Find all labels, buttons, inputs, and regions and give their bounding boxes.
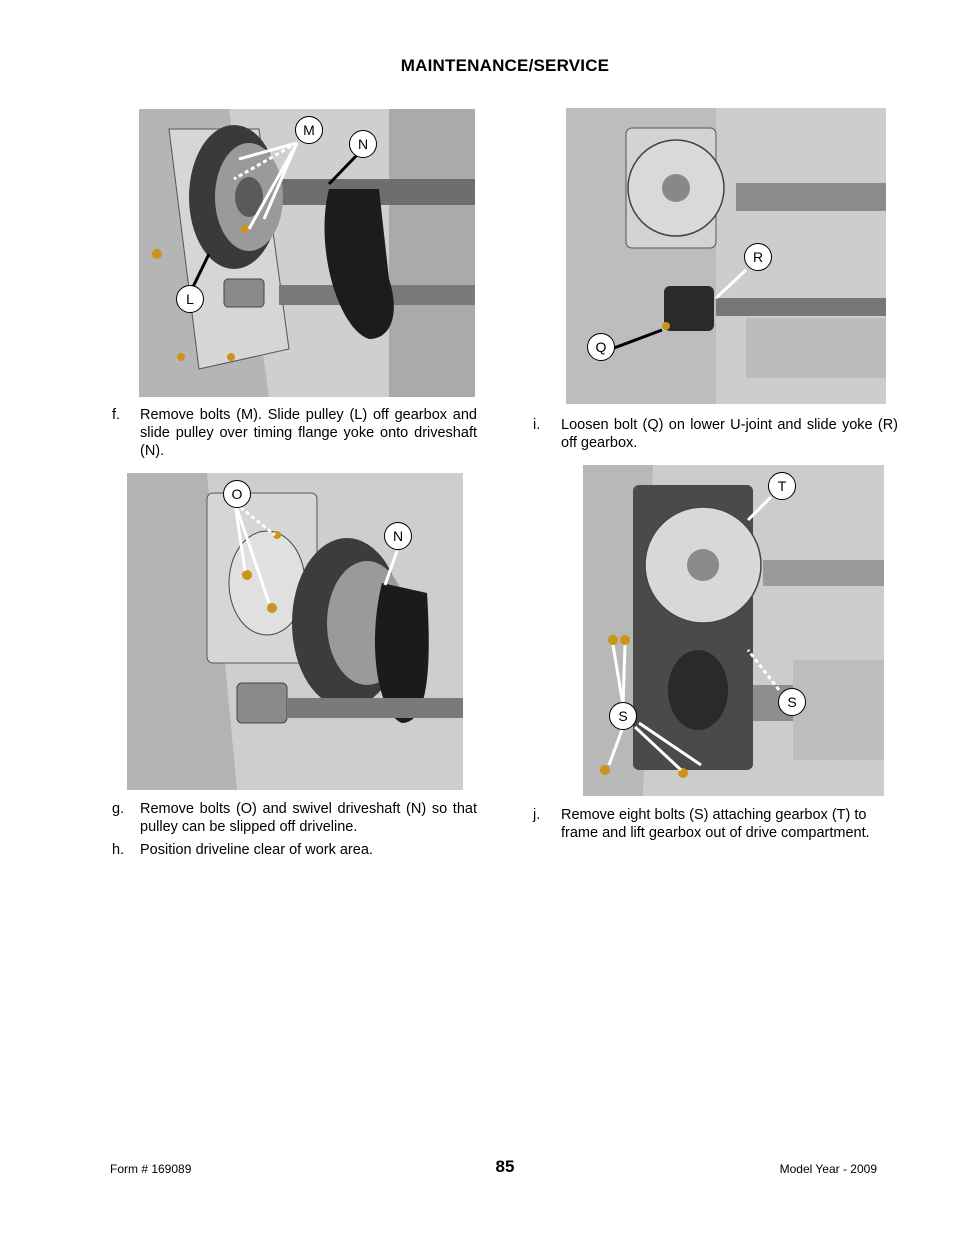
step-i-text: Loosen bolt (Q) on lower U-joint and sli… [561, 417, 898, 451]
callout-l: L [176, 285, 204, 313]
figure-pulley-removal: M N L [139, 109, 475, 397]
footer-form-number: Form # 169089 [110, 1162, 192, 1176]
callout-q: Q [587, 333, 615, 361]
callout-s-left: S [609, 702, 637, 730]
step-f-text: Remove bolts (M). Slide pulley (L) off g… [140, 407, 477, 459]
step-h: h. Position driveline clear of work area… [112, 841, 477, 861]
step-j-letter: j. [533, 807, 541, 823]
callout-n: N [384, 522, 412, 550]
footer-model-year: Model Year - 2009 [779, 1162, 877, 1176]
page-number: 85 [495, 1157, 515, 1176]
illustration-gearbox-frame [583, 465, 884, 796]
illustration-gearbox-ujoint [566, 108, 886, 404]
callout-o: O [223, 480, 251, 508]
step-f-letter: f. [112, 407, 121, 423]
callout-r: R [744, 243, 772, 271]
callout-s-right: S [778, 688, 806, 716]
callout-t: T [768, 472, 796, 500]
step-h-text: Position driveline clear of work area. [140, 842, 373, 858]
callout-n: N [349, 130, 377, 158]
step-j: j. Remove eight bolts (S) attaching gear… [533, 806, 898, 844]
step-f: f. Remove bolts (M). Slide pulley (L) of… [112, 406, 477, 462]
illustration-pulley-gearbox [139, 109, 475, 397]
illustration-driveshaft-pulley [127, 473, 463, 790]
step-h-letter: h. [112, 842, 125, 858]
figure-driveshaft-swivel: O N [127, 473, 463, 790]
page-title: MAINTENANCE/SERVICE [400, 56, 610, 75]
step-j-text: Remove eight bolts (S) attaching gearbox… [561, 807, 870, 841]
step-g: g. Remove bolts (O) and swivel driveshaf… [112, 800, 477, 838]
callout-m: M [295, 116, 323, 144]
figure-yoke-removal: R Q [566, 108, 886, 404]
step-i: i. Loosen bolt (Q) on lower U-joint and … [533, 416, 898, 454]
figure-gearbox-removal: T S S [583, 465, 884, 796]
step-i-letter: i. [533, 417, 541, 433]
step-g-text: Remove bolts (O) and swivel driveshaft (… [140, 801, 477, 835]
step-g-letter: g. [112, 801, 125, 817]
